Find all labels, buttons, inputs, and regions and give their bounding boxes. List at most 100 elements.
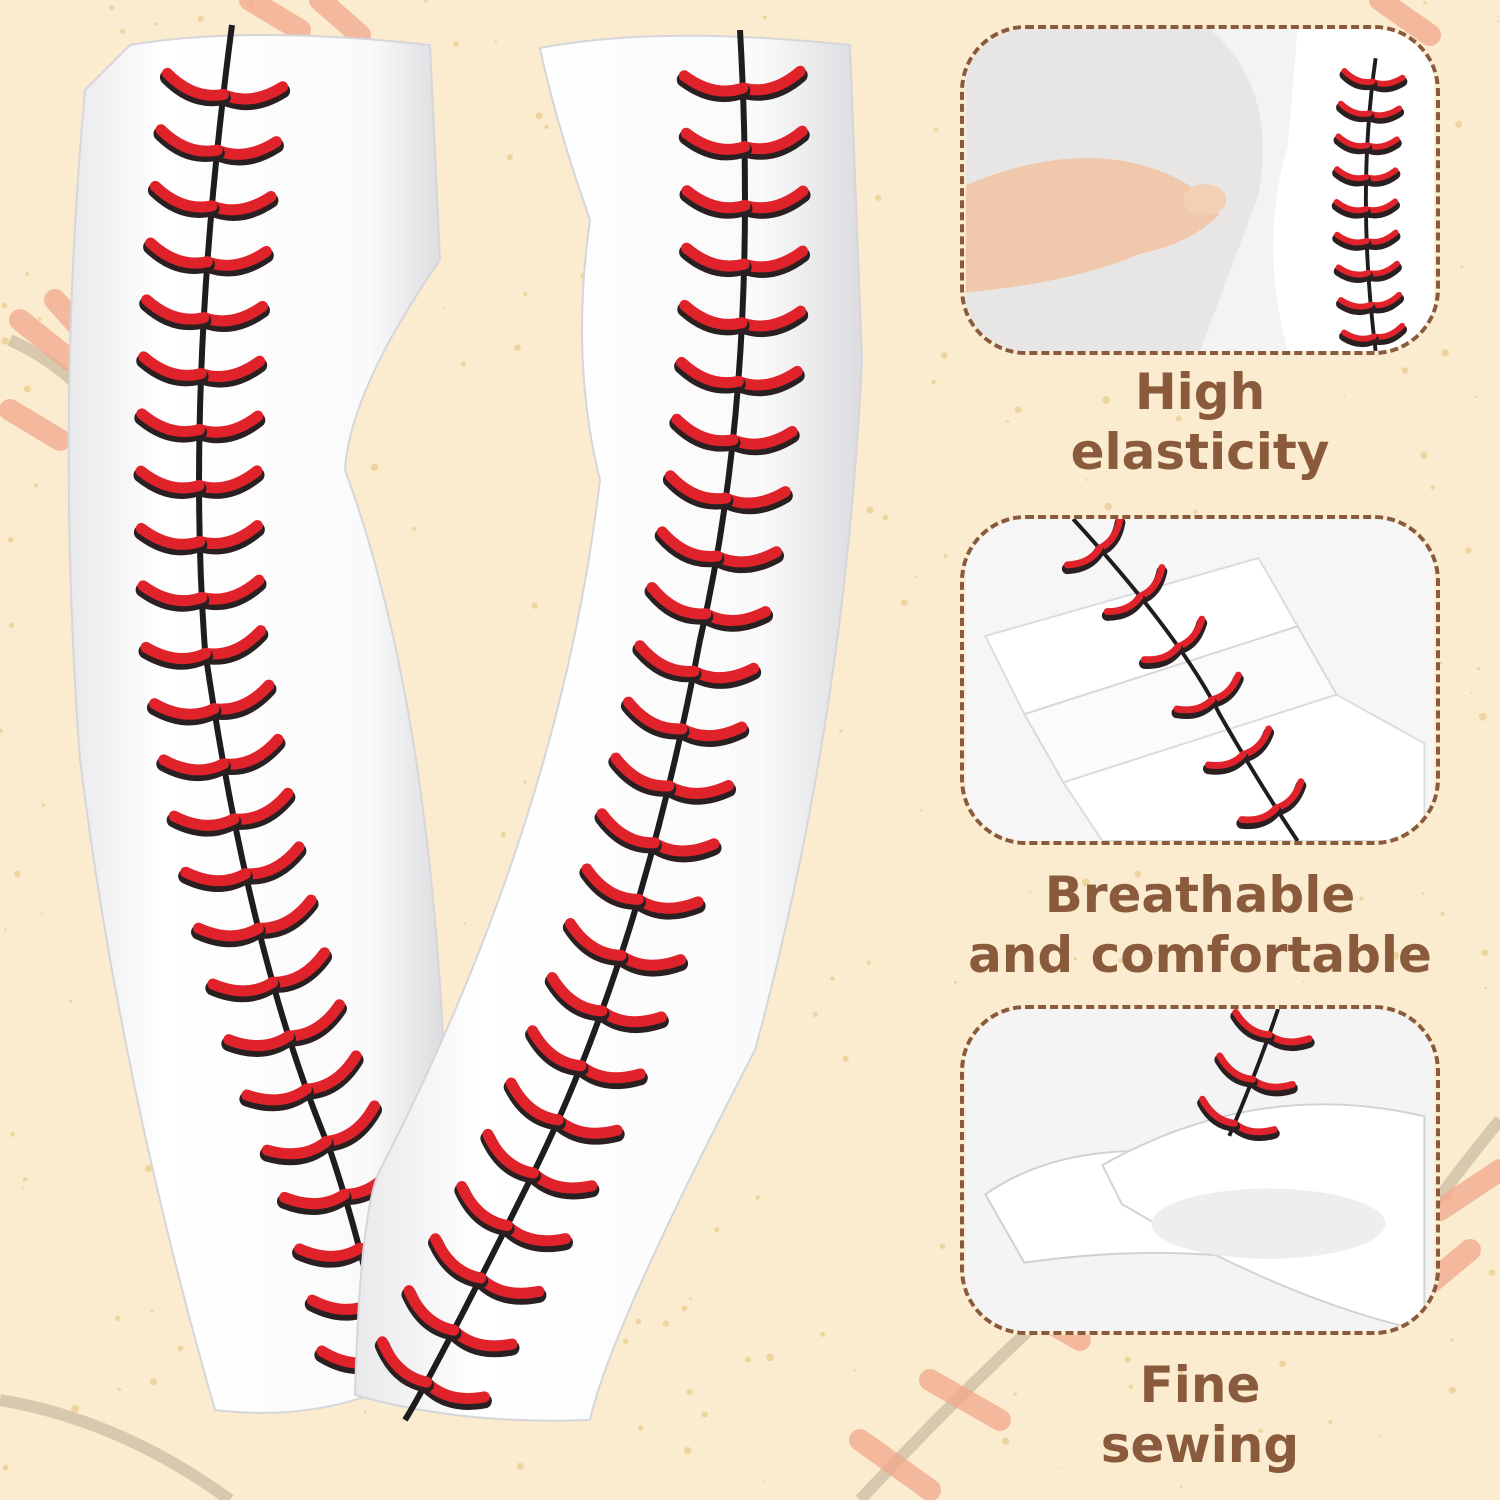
speckle (914, 575, 917, 578)
stitch-shadow (1331, 200, 1371, 219)
speckle (144, 1164, 153, 1173)
stitch (158, 754, 229, 776)
sleeve-hem-photo (965, 1009, 1435, 1331)
stitch (671, 413, 739, 447)
speckle (34, 483, 39, 488)
stitch (207, 976, 279, 997)
stitch (680, 127, 750, 155)
speckle (363, 1410, 367, 1414)
stitch (1337, 100, 1373, 117)
right-sleeve (353, 29, 864, 1422)
stitch (622, 696, 688, 735)
speckle (1496, 20, 1499, 23)
stitch (664, 470, 732, 505)
speckle (460, 361, 466, 367)
speckle (1478, 712, 1487, 721)
speckle (866, 960, 871, 965)
stitch (646, 582, 712, 620)
speckle (117, 1387, 122, 1392)
speckle (523, 780, 527, 784)
speckle (4, 928, 7, 931)
speckle (1450, 1338, 1454, 1342)
speckle (7, 536, 14, 543)
speckle (37, 317, 42, 321)
speckle (149, 1378, 158, 1386)
speckle (506, 154, 513, 161)
stitch (148, 698, 220, 720)
speckle (1193, 509, 1198, 514)
stitch (564, 918, 627, 961)
speckle (22, 1177, 28, 1182)
speckle (681, 1305, 688, 1312)
speckle (23, 385, 31, 393)
speckle (1440, 911, 1445, 916)
speckle (150, 1309, 154, 1313)
speckle (1118, 957, 1124, 964)
speckle (69, 999, 73, 1004)
speckle (1178, 1369, 1184, 1375)
speckle (941, 352, 948, 359)
speckle (1073, 957, 1078, 961)
speckle (1460, 265, 1464, 268)
speckle (1057, 1467, 1060, 1470)
stitch (278, 1189, 350, 1210)
stitch (1335, 133, 1371, 149)
stitch (141, 294, 210, 325)
stitch (656, 526, 723, 562)
speckle (442, 307, 445, 310)
speckle (953, 980, 958, 984)
stitch (1333, 199, 1369, 214)
stitch (140, 641, 211, 664)
speckle (1378, 1435, 1381, 1438)
speckle (177, 1345, 184, 1352)
stitch (430, 1233, 487, 1284)
speckle (1448, 1386, 1457, 1394)
speckle (40, 912, 44, 915)
speckle (1328, 1419, 1333, 1425)
stitch (678, 70, 749, 97)
speckle (514, 344, 521, 351)
stitch (1341, 67, 1376, 85)
speckle (10, 1132, 16, 1137)
speckle (882, 514, 889, 521)
stitch (1335, 264, 1372, 278)
stretch-photo (965, 29, 1435, 351)
stitch (1140, 643, 1182, 664)
speckle (1391, 951, 1400, 960)
stitch (681, 242, 750, 272)
stitch (136, 408, 206, 438)
caption-line: sewing (1100, 1416, 1300, 1474)
caption-line: High (1134, 363, 1266, 421)
stitch (135, 522, 206, 550)
speckle (21, 1186, 24, 1189)
stitch-shadow (1332, 168, 1371, 187)
stitch (1173, 696, 1216, 714)
stitch (1103, 592, 1144, 615)
speckle (1258, 1428, 1263, 1434)
stitch (596, 808, 660, 849)
speckle (494, 40, 498, 43)
speckle (9, 622, 15, 628)
speckle (71, 1404, 79, 1413)
stitch (681, 185, 751, 214)
elasticity-photo-panel (960, 25, 1440, 355)
speckle (463, 922, 466, 925)
speckle (1006, 419, 1010, 423)
caption-line: elasticity (1070, 423, 1330, 481)
feature-caption-breathable: Breathable and comfortable (940, 865, 1460, 985)
speckle (623, 1338, 629, 1344)
speckle (745, 1356, 752, 1363)
speckle (1002, 1437, 1010, 1445)
speckle (1, 302, 8, 309)
speckle (155, 22, 159, 26)
stitch (610, 752, 675, 792)
speckle (931, 379, 936, 385)
stitch (679, 299, 748, 330)
stitch (1334, 231, 1370, 246)
sewing-photo-panel (960, 1005, 1440, 1335)
stitch (634, 640, 700, 677)
stitch (376, 1336, 432, 1388)
speckle (1279, 1360, 1286, 1368)
speckle (763, 1480, 766, 1483)
speckle (901, 599, 908, 606)
